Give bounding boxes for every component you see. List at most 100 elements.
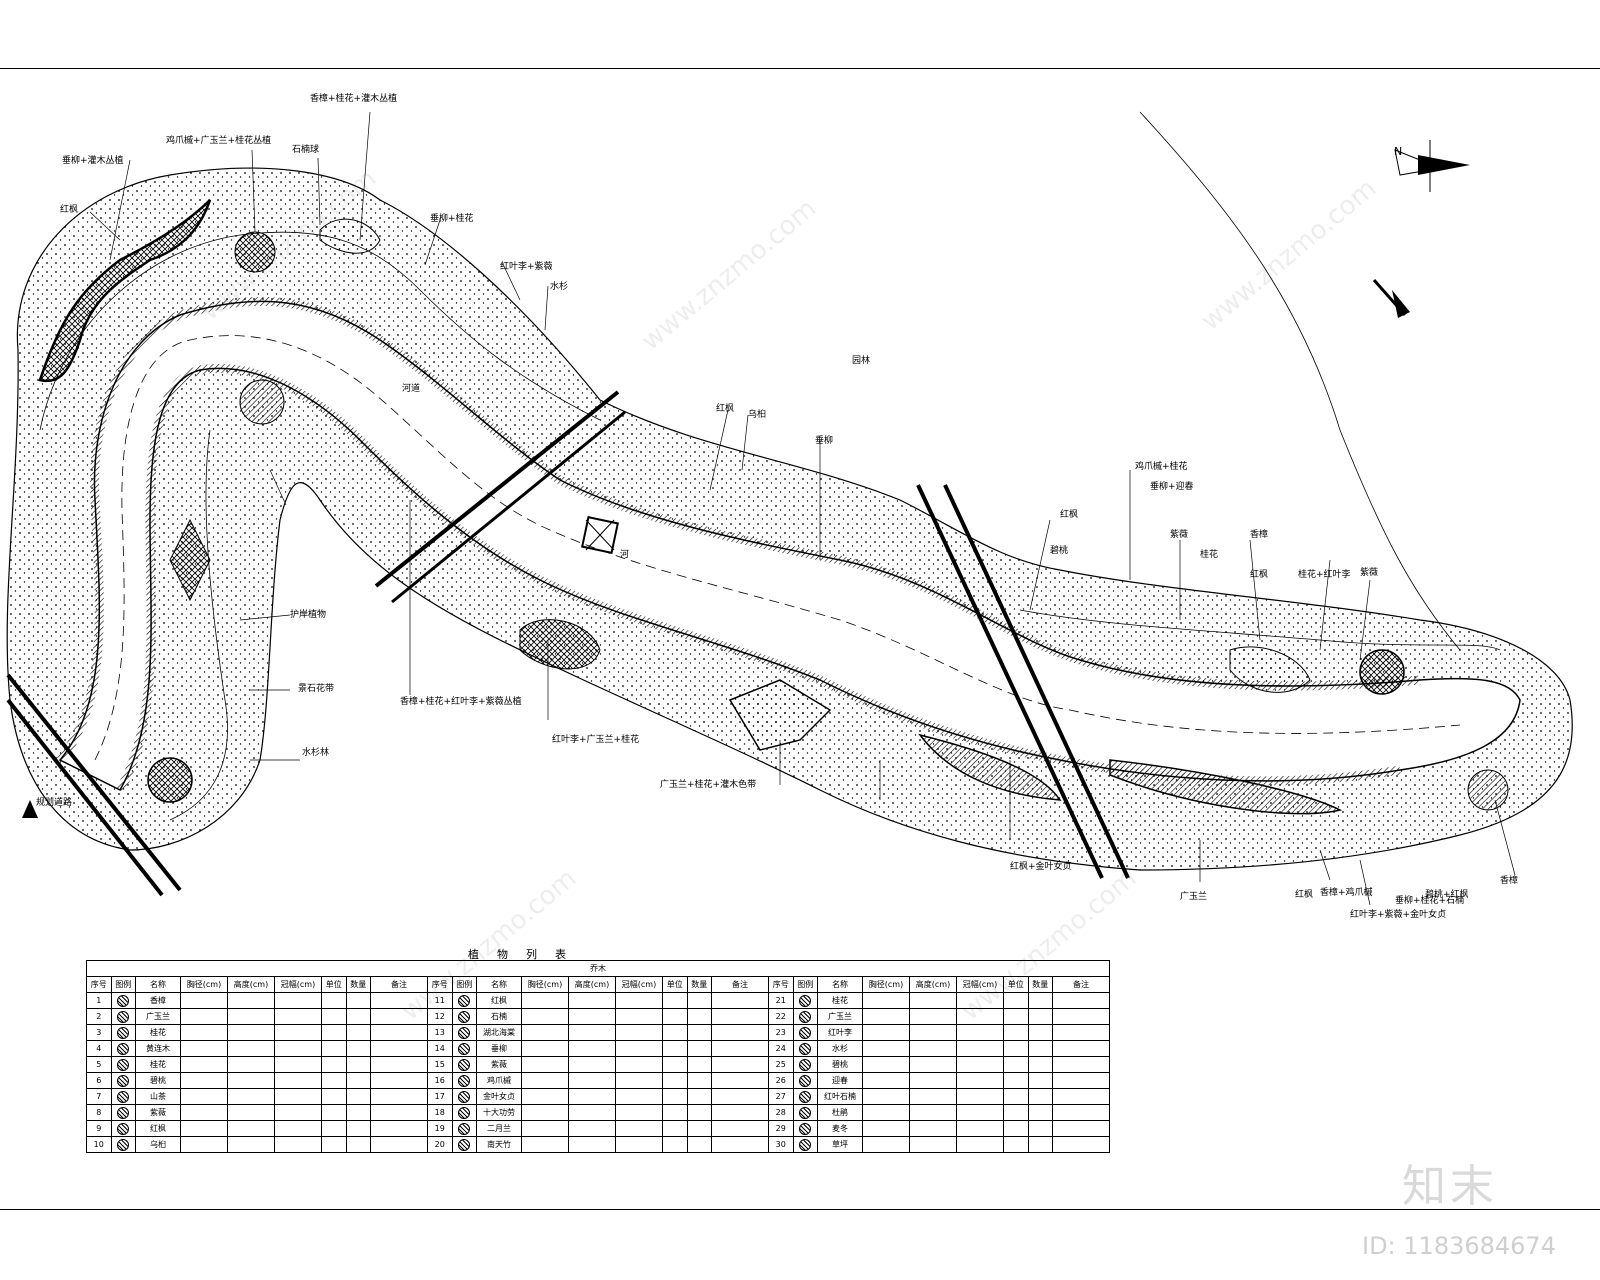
cell-no: 23 (768, 1024, 794, 1041)
cell-no: 6 (86, 1072, 112, 1089)
cell-spec (180, 1120, 228, 1137)
cell-spec (274, 1072, 322, 1089)
col-spec-1: 胸径(cm) (862, 976, 910, 993)
cell-unit (321, 1136, 347, 1153)
cell-remark (1052, 1024, 1110, 1041)
plan-label: 红枫 (1295, 890, 1314, 900)
cell-qty (686, 1136, 712, 1153)
cell-no: 15 (427, 1056, 453, 1073)
cell-unit (662, 992, 688, 1009)
cell-legend (110, 1040, 136, 1057)
plan-label: 园林 (852, 356, 871, 366)
cell-name: 香樟 (135, 992, 181, 1009)
cell-spec (862, 1024, 910, 1041)
col-spec-1: 胸径(cm) (180, 976, 228, 993)
plant-symbol-icon (799, 1138, 812, 1151)
cell-legend (110, 1088, 136, 1105)
cell-name: 桂花 (135, 1056, 181, 1073)
cell-remark (1052, 1056, 1110, 1073)
col-qty: 数量 (1027, 976, 1053, 993)
cell-qty (345, 1120, 371, 1137)
cell-spec (521, 1056, 569, 1073)
cell-spec (521, 1088, 569, 1105)
cell-unit (1003, 1104, 1029, 1121)
plant-symbol-icon (117, 1058, 130, 1071)
feature-lawn-ne (1229, 646, 1311, 693)
cell-no: 1 (86, 992, 112, 1009)
cell-no: 19 (427, 1120, 453, 1137)
cell-legend (451, 1088, 477, 1105)
cell-legend (792, 1120, 818, 1137)
cell-legend (110, 1024, 136, 1041)
cell-spec (568, 1024, 616, 1041)
cell-spec (862, 1056, 910, 1073)
col-no: 序号 (768, 976, 794, 993)
road-line-3a (916, 484, 1104, 879)
plan-label: 规划道路 (36, 798, 73, 808)
plant-symbol-icon (117, 1138, 130, 1151)
cell-unit (1003, 1088, 1029, 1105)
cell-remark (1052, 1072, 1110, 1089)
cell-spec (568, 1088, 616, 1105)
cell-spec (227, 1088, 275, 1105)
table-title: 植物列表 (468, 948, 584, 961)
cell-spec (956, 992, 1004, 1009)
cell-spec (568, 1008, 616, 1025)
cell-unit (1003, 1136, 1029, 1153)
plan-label: 河 (620, 550, 630, 560)
cell-legend (451, 1104, 477, 1121)
col-unit: 单位 (321, 976, 347, 993)
cell-name: 桂花 (817, 992, 863, 1009)
cell-qty (1027, 1136, 1053, 1153)
cell-legend (110, 1120, 136, 1137)
cell-spec (274, 1008, 322, 1025)
plan-label: 乌桕 (748, 410, 767, 420)
river-bank-hatch-2 (116, 364, 1401, 793)
cell-spec (521, 1120, 569, 1137)
cell-name: 二月兰 (476, 1120, 522, 1137)
cell-name: 石楠 (476, 1008, 522, 1025)
plan-label: 香樟+桂花+灌木丛植 (310, 94, 398, 104)
cell-name: 红枫 (135, 1120, 181, 1137)
cell-qty (1027, 1056, 1053, 1073)
bridge-box-x2 (585, 519, 615, 551)
plant-symbol-icon (458, 1138, 471, 1151)
col-spec-3: 冠幅(cm) (615, 976, 663, 993)
col-name: 名称 (817, 976, 863, 993)
cell-spec (521, 1008, 569, 1025)
cell-name: 紫薇 (476, 1056, 522, 1073)
cell-name: 金叶女贞 (476, 1088, 522, 1105)
cell-no: 7 (86, 1088, 112, 1105)
cell-name: 紫薇 (135, 1104, 181, 1121)
cell-no: 9 (86, 1120, 112, 1137)
cell-spec (862, 1104, 910, 1121)
north-label: N (1394, 145, 1403, 158)
plant-symbol-icon (117, 1122, 130, 1135)
road-line-1b (6, 698, 164, 897)
col-remark: 备注 (711, 976, 769, 993)
cell-no: 17 (427, 1088, 453, 1105)
plant-table: 乔木 序号 图例 名称 胸径(cm) 高度(cm) 冠幅(cm) 单位 数量 备… (86, 960, 1110, 1153)
bridge-box (581, 516, 619, 554)
cell-qty (686, 1088, 712, 1105)
plant-symbol-icon (799, 1026, 812, 1039)
cell-name: 湖北海棠 (476, 1024, 522, 1041)
cell-name: 碧桃 (135, 1072, 181, 1089)
cell-no: 29 (768, 1120, 794, 1137)
cell-spec (227, 1104, 275, 1121)
table-subheader: 乔木 (86, 960, 1110, 977)
cell-legend (792, 1104, 818, 1121)
col-spec-3: 冠幅(cm) (956, 976, 1004, 993)
plan-label: 红叶李+紫薇 (500, 262, 553, 272)
cell-spec (180, 1024, 228, 1041)
cell-name: 桂花 (135, 1024, 181, 1041)
col-legend: 图例 (792, 976, 818, 993)
table-header-row: 乔木 (86, 960, 1110, 977)
cell-legend (110, 1008, 136, 1025)
cell-name: 迎春 (817, 1072, 863, 1089)
cell-name: 碧桃 (817, 1056, 863, 1073)
road-line-3b (943, 484, 1130, 879)
